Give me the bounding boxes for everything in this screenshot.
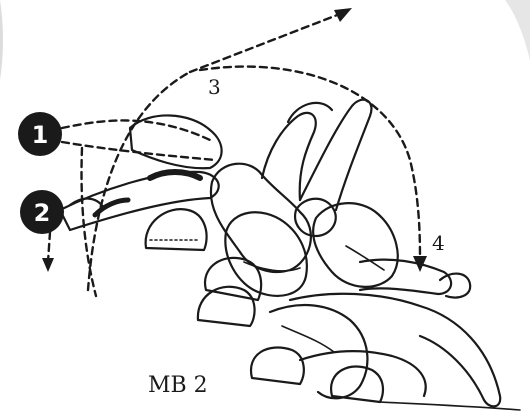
- marker-1-label: 1: [32, 121, 49, 149]
- path-label-3: 3: [208, 75, 221, 99]
- marker-2-label: 2: [34, 199, 51, 227]
- marker-1: 1: [18, 112, 62, 156]
- figure-caption: MB 2: [148, 373, 208, 398]
- path-label-4: 4: [432, 231, 445, 255]
- marker-2: 2: [20, 190, 64, 234]
